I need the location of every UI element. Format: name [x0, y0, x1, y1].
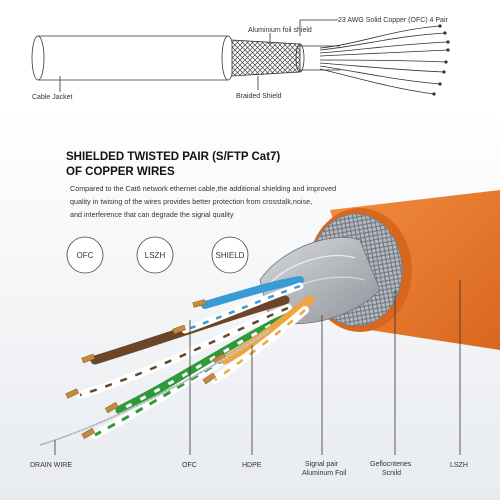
svg-text:LSZH: LSZH — [145, 251, 166, 260]
label-foil: Aluminium foil shield — [248, 27, 312, 34]
label-lszh: LSZH — [450, 462, 468, 469]
badge-shield: SHIELD — [211, 236, 249, 274]
cable-illustration — [39, 190, 500, 446]
badge-lszh: LSZH — [136, 236, 174, 274]
heading-line-1: SHIELDED TWISTED PAIR (S/FTP Cat7) — [66, 151, 280, 163]
label-signal-pair: Signal pair — [305, 461, 339, 468]
label-braid: Braided Shield — [236, 93, 282, 100]
label-hdpe: HDPE — [242, 462, 262, 469]
label-jacket: Cable Jacket — [32, 94, 73, 101]
label-ofc: OFC — [182, 462, 197, 469]
svg-text:OFC: OFC — [77, 251, 94, 260]
top-line-drawing — [31, 24, 450, 96]
label-scnild: Scnild — [382, 470, 401, 477]
label-aluminum-foil: Aluminum Foil — [302, 470, 347, 477]
label-geflocntenes: Geflocntenes — [370, 461, 412, 468]
label-drain-wire: DRAIN WIRE — [30, 462, 72, 469]
description-line-2: quality in twising of the wires provides… — [70, 197, 312, 206]
label-conductor: 23 AWG Solid Copper (OFC) 4 Pair — [338, 17, 449, 24]
heading-line-2: OF COPPER WIRES — [66, 166, 175, 178]
bottom-callouts: DRAIN WIRE OFC HDPE Signal pair Aluminum… — [30, 280, 468, 477]
description-line-3: and interference that can degrade the si… — [70, 210, 234, 219]
top-callouts: 23 AWG Solid Copper (OFC) 4 Pair Alumini… — [32, 17, 449, 101]
foil-core — [259, 237, 381, 325]
badge-ofc: OFC — [66, 236, 104, 274]
description-line-1: Compared to the Cat6 network ethernet ca… — [70, 184, 336, 193]
braid-drawing — [231, 39, 301, 77]
svg-text:SHIELD: SHIELD — [216, 251, 245, 260]
